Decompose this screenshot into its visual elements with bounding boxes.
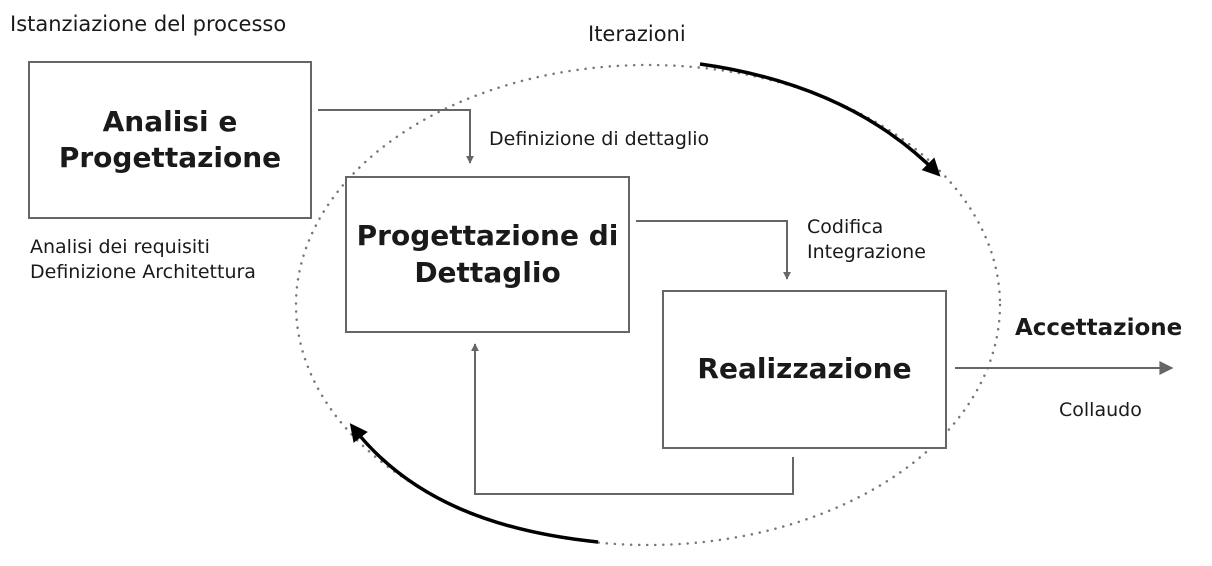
iteration-arrow-bottom	[349, 423, 599, 544]
diagram-title: Istanziazione del processo	[10, 12, 287, 36]
codifica-integrazione-label: Codifica Integrazione	[807, 216, 926, 263]
connector-analisi-to-progettazione	[318, 109, 474, 164]
accettazione-label: Accettazione	[1015, 315, 1183, 341]
analisi-progettazione-box-label: Analisi e Progettazione	[58, 104, 282, 174]
progettazione-dettaglio-box-label: Progettazione di Dettaglio	[356, 219, 619, 289]
analisi-subtitle-label: Analisi dei requisiti Definizione Archit…	[30, 236, 256, 283]
analisi-progettazione-box: Analisi e Progettazione	[28, 61, 312, 219]
progettazione-dettaglio-box: Progettazione di Dettaglio	[345, 176, 630, 333]
connector-progettazione-to-realizzazione	[636, 220, 791, 280]
iterations-label: Iterazioni	[588, 22, 686, 46]
realizzazione-box: Realizzazione	[662, 290, 947, 449]
realizzazione-box-label: Realizzazione	[697, 352, 912, 386]
connector-realizzazione-feedback	[471, 343, 794, 495]
iteration-cycle-ellipse	[294, 63, 1002, 547]
collaudo-label: Collaudo	[1059, 399, 1142, 421]
definizione-dettaglio-label: Definizione di dettaglio	[489, 128, 710, 150]
iteration-arrow-top	[699, 62, 941, 177]
